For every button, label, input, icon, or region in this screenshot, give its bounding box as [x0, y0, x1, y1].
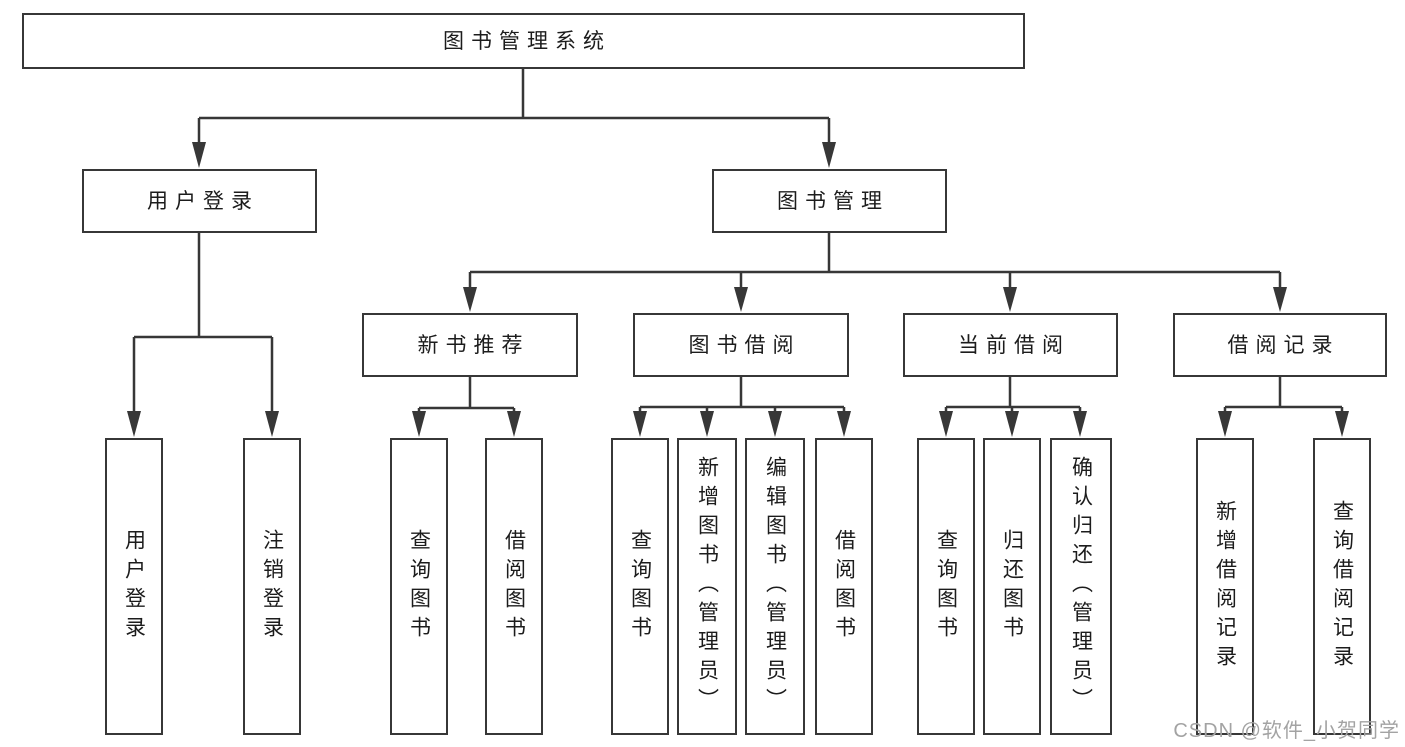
node-new-book-recommend-label: 新书推荐	[417, 333, 530, 357]
node-library-management-system: 图书管理系统	[22, 13, 1025, 69]
node-current-borrowing-label: 当前借阅	[958, 333, 1070, 357]
leaf-edit-books-admin: 编辑图书（管理员）	[745, 438, 805, 735]
node-new-book-recommend: 新书推荐	[362, 313, 578, 377]
leaf-add-books-admin-label: 新增图书（管理员）	[695, 456, 719, 717]
leaf-return-books-label: 归还图书	[1000, 528, 1024, 645]
arrowheads	[127, 142, 1349, 437]
leaf-borrow-books-recommend: 借阅图书	[485, 438, 543, 735]
leaf-query-books-borrowing-label: 查询图书	[628, 528, 652, 645]
leaf-user-login: 用户登录	[105, 438, 163, 735]
leaf-add-borrow-record-label: 新增借阅记录	[1213, 499, 1237, 674]
node-book-management: 图书管理	[712, 169, 947, 233]
leaf-query-borrow-record-label: 查询借阅记录	[1330, 499, 1354, 674]
leaf-query-borrow-record: 查询借阅记录	[1313, 438, 1371, 735]
leaf-borrow-books-recommend-label: 借阅图书	[502, 528, 526, 645]
node-user-login: 用户登录	[82, 169, 317, 233]
leaf-add-borrow-record: 新增借阅记录	[1196, 438, 1254, 735]
node-borrowing-records-label: 借阅记录	[1227, 333, 1340, 357]
leaf-confirm-return-admin-label: 确认归还（管理员）	[1069, 456, 1093, 717]
node-book-borrowing: 图书借阅	[633, 313, 849, 377]
leaf-edit-books-admin-label: 编辑图书（管理员）	[763, 456, 787, 717]
node-borrowing-records: 借阅记录	[1173, 313, 1387, 377]
leaf-query-books-current-label: 查询图书	[934, 528, 958, 645]
node-book-borrowing-label: 图书借阅	[688, 333, 801, 357]
leaf-query-books-borrowing: 查询图书	[611, 438, 669, 735]
node-library-management-system-label: 图书管理系统	[443, 29, 611, 53]
leaf-borrow-books: 借阅图书	[815, 438, 873, 735]
leaf-query-books-recommend: 查询图书	[390, 438, 448, 735]
leaf-logout: 注销登录	[243, 438, 301, 735]
node-book-management-label: 图书管理	[777, 189, 889, 213]
node-current-borrowing: 当前借阅	[903, 313, 1118, 377]
leaf-query-books-recommend-label: 查询图书	[407, 528, 431, 645]
leaf-logout-label: 注销登录	[260, 528, 284, 645]
leaf-user-login-label: 用户登录	[122, 528, 146, 645]
leaf-add-books-admin: 新增图书（管理员）	[677, 438, 737, 735]
leaf-return-books: 归还图书	[983, 438, 1041, 735]
leaf-confirm-return-admin: 确认归还（管理员）	[1050, 438, 1112, 735]
leaf-query-books-current: 查询图书	[917, 438, 975, 735]
node-user-login-label: 用户登录	[147, 189, 259, 213]
leaf-borrow-books-label: 借阅图书	[832, 528, 856, 645]
csdn-watermark: CSDN @软件_小贺同学	[1173, 720, 1400, 742]
